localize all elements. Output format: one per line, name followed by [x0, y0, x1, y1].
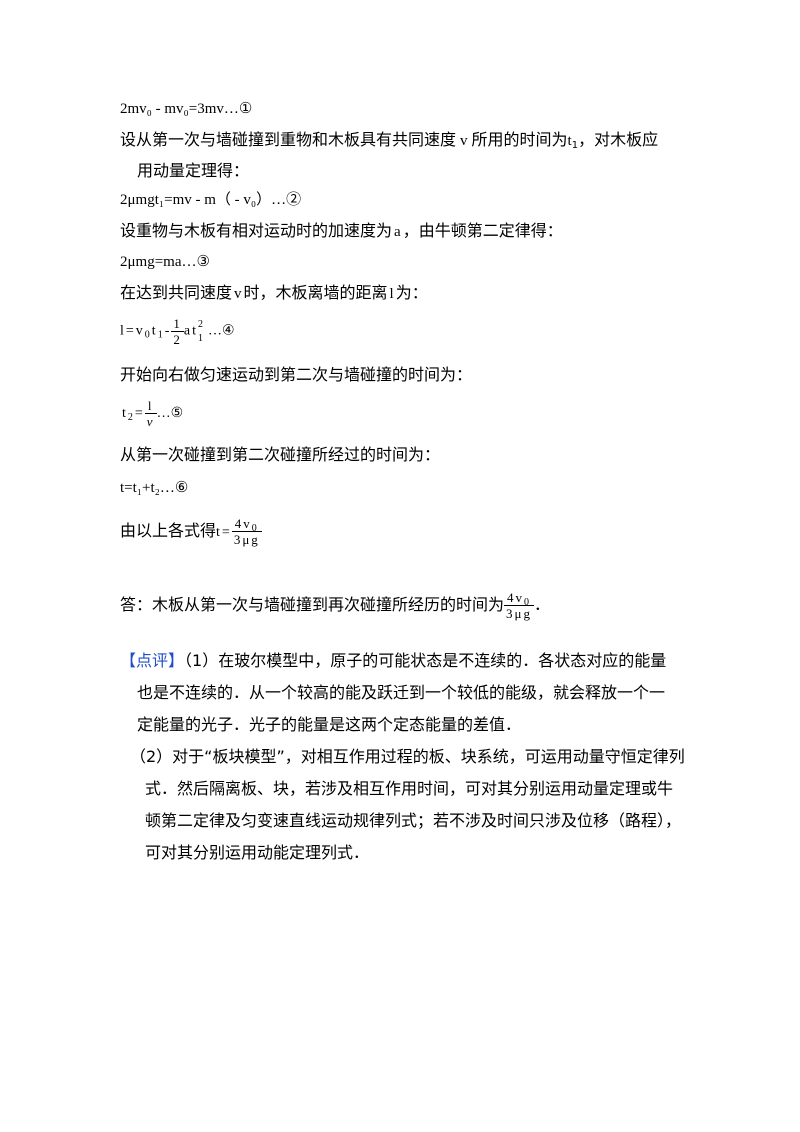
p1-var-t: t	[567, 133, 572, 149]
f5-lhs: t	[122, 406, 128, 421]
f4-sub1: 1	[157, 329, 165, 341]
p3-var-v: v	[234, 286, 242, 302]
f4-minus: -	[164, 323, 172, 339]
result-lhs: t=	[216, 525, 232, 540]
answer-end: ．	[534, 595, 551, 614]
f4-t: t	[151, 323, 158, 339]
f5-frac-den: v	[144, 413, 157, 430]
f5-frac-num: l	[147, 398, 154, 414]
p3-text-a: 在达到共同速度	[120, 283, 233, 302]
comment-1a: （1）在玻尔模型中，原子的可能状态是不连续的．各状态对应的能量	[184, 651, 667, 670]
comment-tag: 【点评】	[120, 651, 185, 670]
f4-lhs: l=v	[120, 323, 145, 339]
p2-text-b: ，由牛顿第二定律得：	[402, 221, 563, 240]
equation-1: 2mv₀ - mv₀=3mv…①	[120, 101, 253, 117]
p1-var-v: v	[460, 133, 468, 149]
comment-line-3: 定能量的光子．光子的能量是这两个定态能量的差值．	[137, 715, 522, 734]
answer-frac-den: 3μg	[504, 605, 534, 621]
comment-line-5: 式．然后隔离板、块，若涉及相互作用时间，可对其分别运用动量定理或牛	[145, 779, 674, 798]
p3-text-c: 为：	[395, 283, 428, 302]
result-frac-num: 4v0	[234, 516, 259, 534]
paragraph-1-line-2: 用动量定理得：	[137, 161, 250, 180]
f4-frac-den: 2	[171, 331, 184, 347]
comment-line-4: （2）对于“板块模型”，对相互作用过程的板、块系统，可运用动量守恒定律列	[130, 747, 685, 766]
p3-text-b: 时，木板离墙的距离	[243, 283, 388, 302]
f4-at: at	[183, 323, 198, 339]
equation-6: t=t₁+t₂…⑥	[120, 480, 189, 496]
f4-sub0: 0	[144, 329, 152, 341]
paragraph-5: 从第一次碰撞到第二次碰撞所经过的时间为：	[120, 445, 441, 464]
comment-line-7: 可对其分别运用动能定理列式．	[145, 843, 370, 862]
f4-sup2: 2	[197, 318, 205, 330]
f4-sub1b: 1	[197, 332, 205, 344]
comment-line-1: 【点评】（1）在玻尔模型中，原子的可能状态是不连续的．各状态对应的能量	[120, 650, 666, 672]
f4-end: …④	[207, 323, 235, 339]
f5-eq: =	[134, 406, 145, 421]
f5-end: …⑤	[156, 406, 184, 421]
comment-line-2: 也是不连续的．从一个较高的能及跃迁到一个较低的能级，就会释放一个一	[137, 683, 666, 702]
p2-var-a: a	[394, 224, 401, 240]
p2-text-a: 设重物与木板有相对运动时的加速度为	[120, 221, 393, 240]
p1-var-t-sub: 1	[571, 140, 579, 151]
answer-text: 答：木板从第一次与墙碰撞到再次碰撞所经历的时间为	[120, 595, 505, 614]
p1-text-a: 设从第一次与墙碰撞到重物和木板具有共同速度	[120, 130, 457, 149]
f5-sub: 2	[127, 412, 135, 423]
paragraph-4: 开始向右做匀速运动到第二次与墙碰撞的时间为：	[120, 365, 473, 384]
p1-text-c: ，对木板应	[578, 130, 659, 149]
comment-line-6: 顿第二定律及匀变速直线运动规律列式；若不涉及时间只涉及位移（路程），	[145, 811, 682, 830]
p1-text-b: 所用的时间为	[471, 130, 568, 149]
result-frac-den: 3μg	[231, 531, 262, 547]
answer-frac-num: 4v0	[507, 590, 531, 608]
p3-var-l: l	[389, 286, 394, 302]
equation-3: 2μmg=ma…③	[120, 254, 210, 270]
result-text: 由以上各式得	[120, 521, 217, 540]
f4-frac-num: 1	[173, 316, 182, 331]
equation-2: 2μmgt₁=mv - m（ - v₀）…②	[120, 192, 302, 208]
